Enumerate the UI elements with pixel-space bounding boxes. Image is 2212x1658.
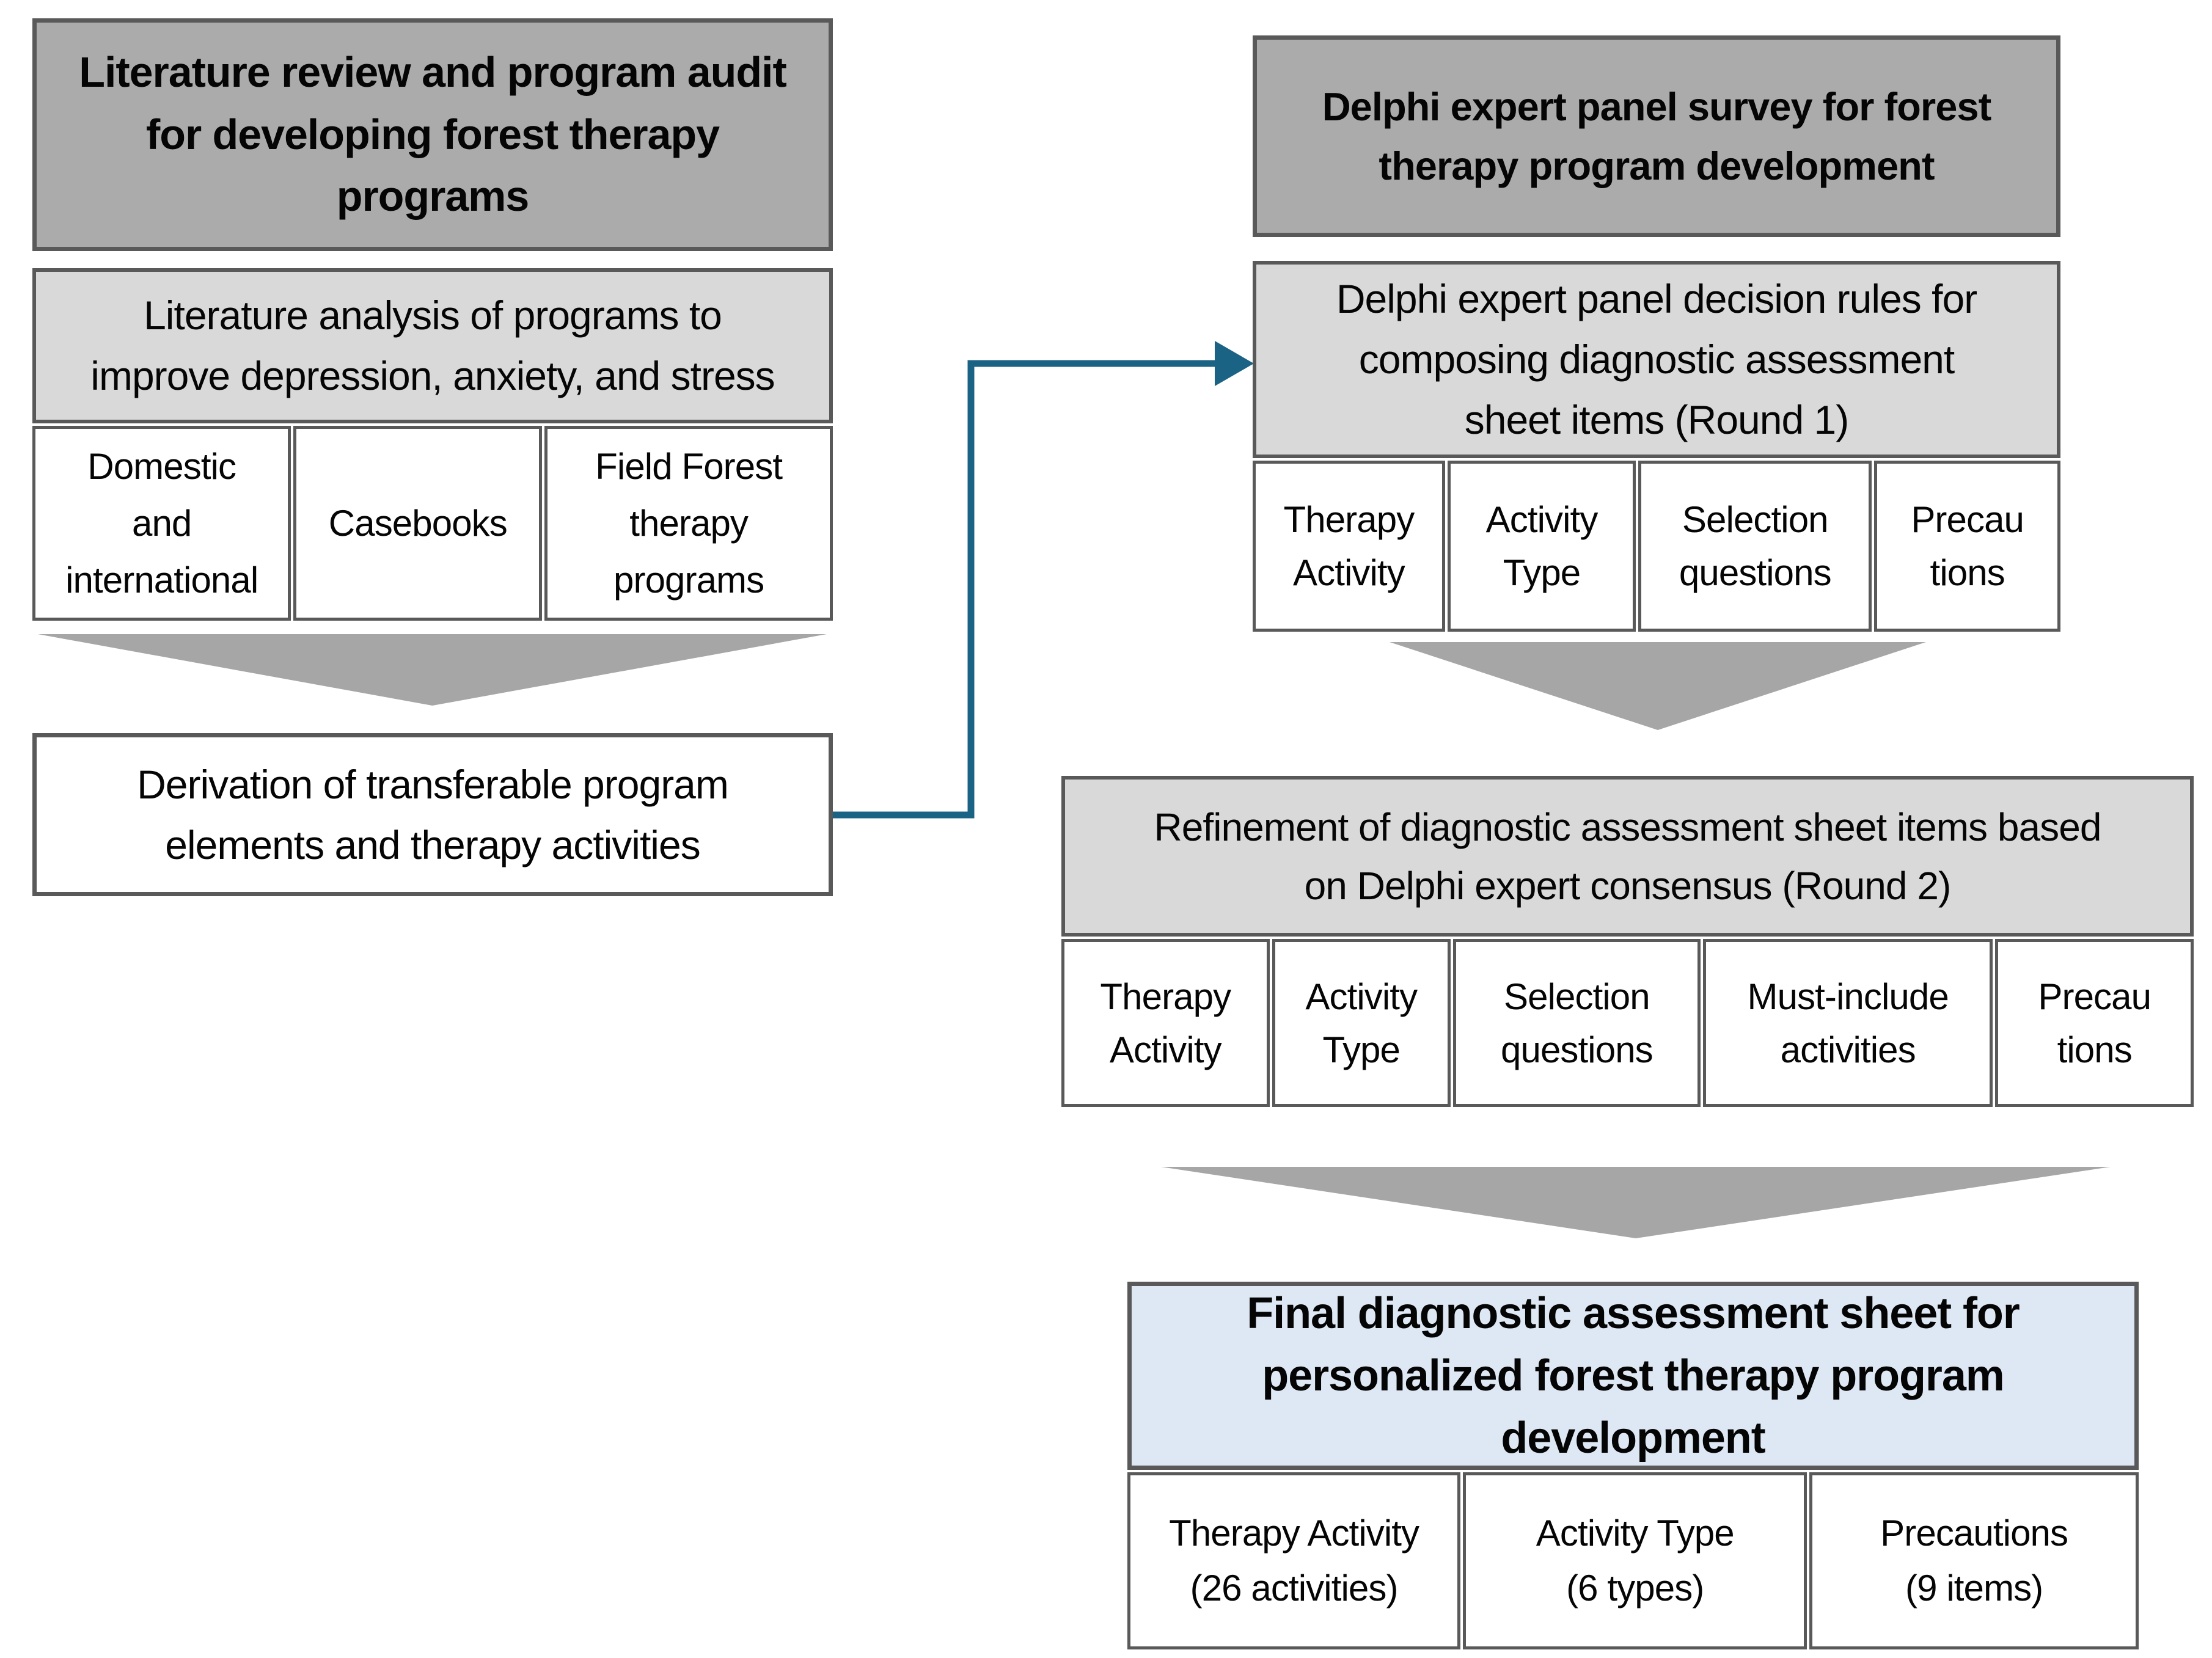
round2-cell-text: Selection questions	[1501, 976, 1654, 1070]
round2-cell-therapy-activity: Therapy Activity	[1061, 939, 1270, 1107]
literature-analysis-header-text: Literature analysis of programs to impro…	[90, 293, 775, 398]
round2-cell-precautions: Precau tions	[1995, 939, 2194, 1107]
round1-header-box: Delphi expert panel decision rules for c…	[1253, 261, 2060, 458]
analysis-cell-text: Casebooks	[328, 503, 508, 544]
final-cells-row: Therapy Activity (26 activities) Activit…	[1127, 1472, 2139, 1649]
literature-audit-header-box: Literature review and program audit for …	[32, 18, 833, 251]
round1-cell-precautions: Precau tions	[1874, 461, 2060, 632]
delphi-survey-header-box: Delphi expert panel survey for forest th…	[1253, 35, 2060, 237]
final-cell-precautions: Precautions (9 items)	[1809, 1472, 2139, 1649]
round2-cells-row: Therapy Activity Activity Type Selection…	[1061, 939, 2194, 1107]
final-cell-text: Precautions (9 items)	[1880, 1513, 2068, 1609]
analysis-cell-field-forest-programs: Field Forest therapy programs	[544, 426, 833, 621]
round2-cell-selection-questions: Selection questions	[1452, 939, 1701, 1107]
final-sheet-header-text: Final diagnostic assessment sheet for pe…	[1247, 1288, 2020, 1463]
analysis-cell-domestic-international: Domestic and international	[32, 426, 291, 621]
round2-cell-text: Activity Type	[1305, 976, 1418, 1070]
round1-cells-row: Therapy Activity Activity Type Selection…	[1253, 461, 2060, 632]
analysis-cell-text: Field Forest therapy programs	[595, 446, 783, 601]
analysis-cell-text: Domestic and international	[65, 446, 258, 601]
final-cell-activity-type: Activity Type (6 types)	[1463, 1472, 1807, 1649]
round2-header-text: Refinement of diagnostic assessment shee…	[1154, 805, 2102, 908]
round1-cell-text: Selection questions	[1679, 499, 1832, 593]
round1-cell-activity-type: Activity Type	[1447, 461, 1636, 632]
final-sheet-header-box: Final diagnostic assessment sheet for pe…	[1127, 1282, 2139, 1470]
analysis-cell-casebooks: Casebooks	[293, 426, 543, 621]
derivation-box: Derivation of transferable program eleme…	[32, 733, 833, 896]
final-cell-text: Therapy Activity (26 activities)	[1169, 1513, 1419, 1609]
round2-header-box: Refinement of diagnostic assessment shee…	[1061, 776, 2194, 937]
round2-cell-text: Therapy Activity	[1100, 976, 1231, 1070]
delphi-survey-header-text: Delphi expert panel survey for forest th…	[1322, 84, 1992, 189]
round1-cell-text: Precau tions	[1911, 499, 2024, 593]
round1-cell-text: Therapy Activity	[1283, 499, 1415, 593]
final-cell-therapy-activity: Therapy Activity (26 activities)	[1127, 1472, 1461, 1649]
round1-cell-therapy-activity: Therapy Activity	[1253, 461, 1445, 632]
round2-cell-text: Precau tions	[2038, 976, 2152, 1070]
round1-header-text: Delphi expert panel decision rules for c…	[1336, 276, 1977, 442]
round1-cell-selection-questions: Selection questions	[1638, 461, 1872, 632]
literature-audit-header-text: Literature review and program audit for …	[79, 48, 786, 221]
final-cell-text: Activity Type (6 types)	[1536, 1513, 1735, 1609]
literature-analysis-header-box: Literature analysis of programs to impro…	[32, 268, 833, 423]
round1-cell-text: Activity Type	[1485, 499, 1599, 593]
round2-cell-must-include-activities: Must-include activities	[1702, 939, 1993, 1107]
literature-analysis-cells-row: Domestic and international Casebooks Fie…	[32, 426, 833, 621]
derivation-text: Derivation of transferable program eleme…	[137, 761, 729, 867]
round2-cell-activity-type: Activity Type	[1272, 939, 1451, 1107]
round2-cell-text: Must-include activities	[1747, 976, 1949, 1070]
